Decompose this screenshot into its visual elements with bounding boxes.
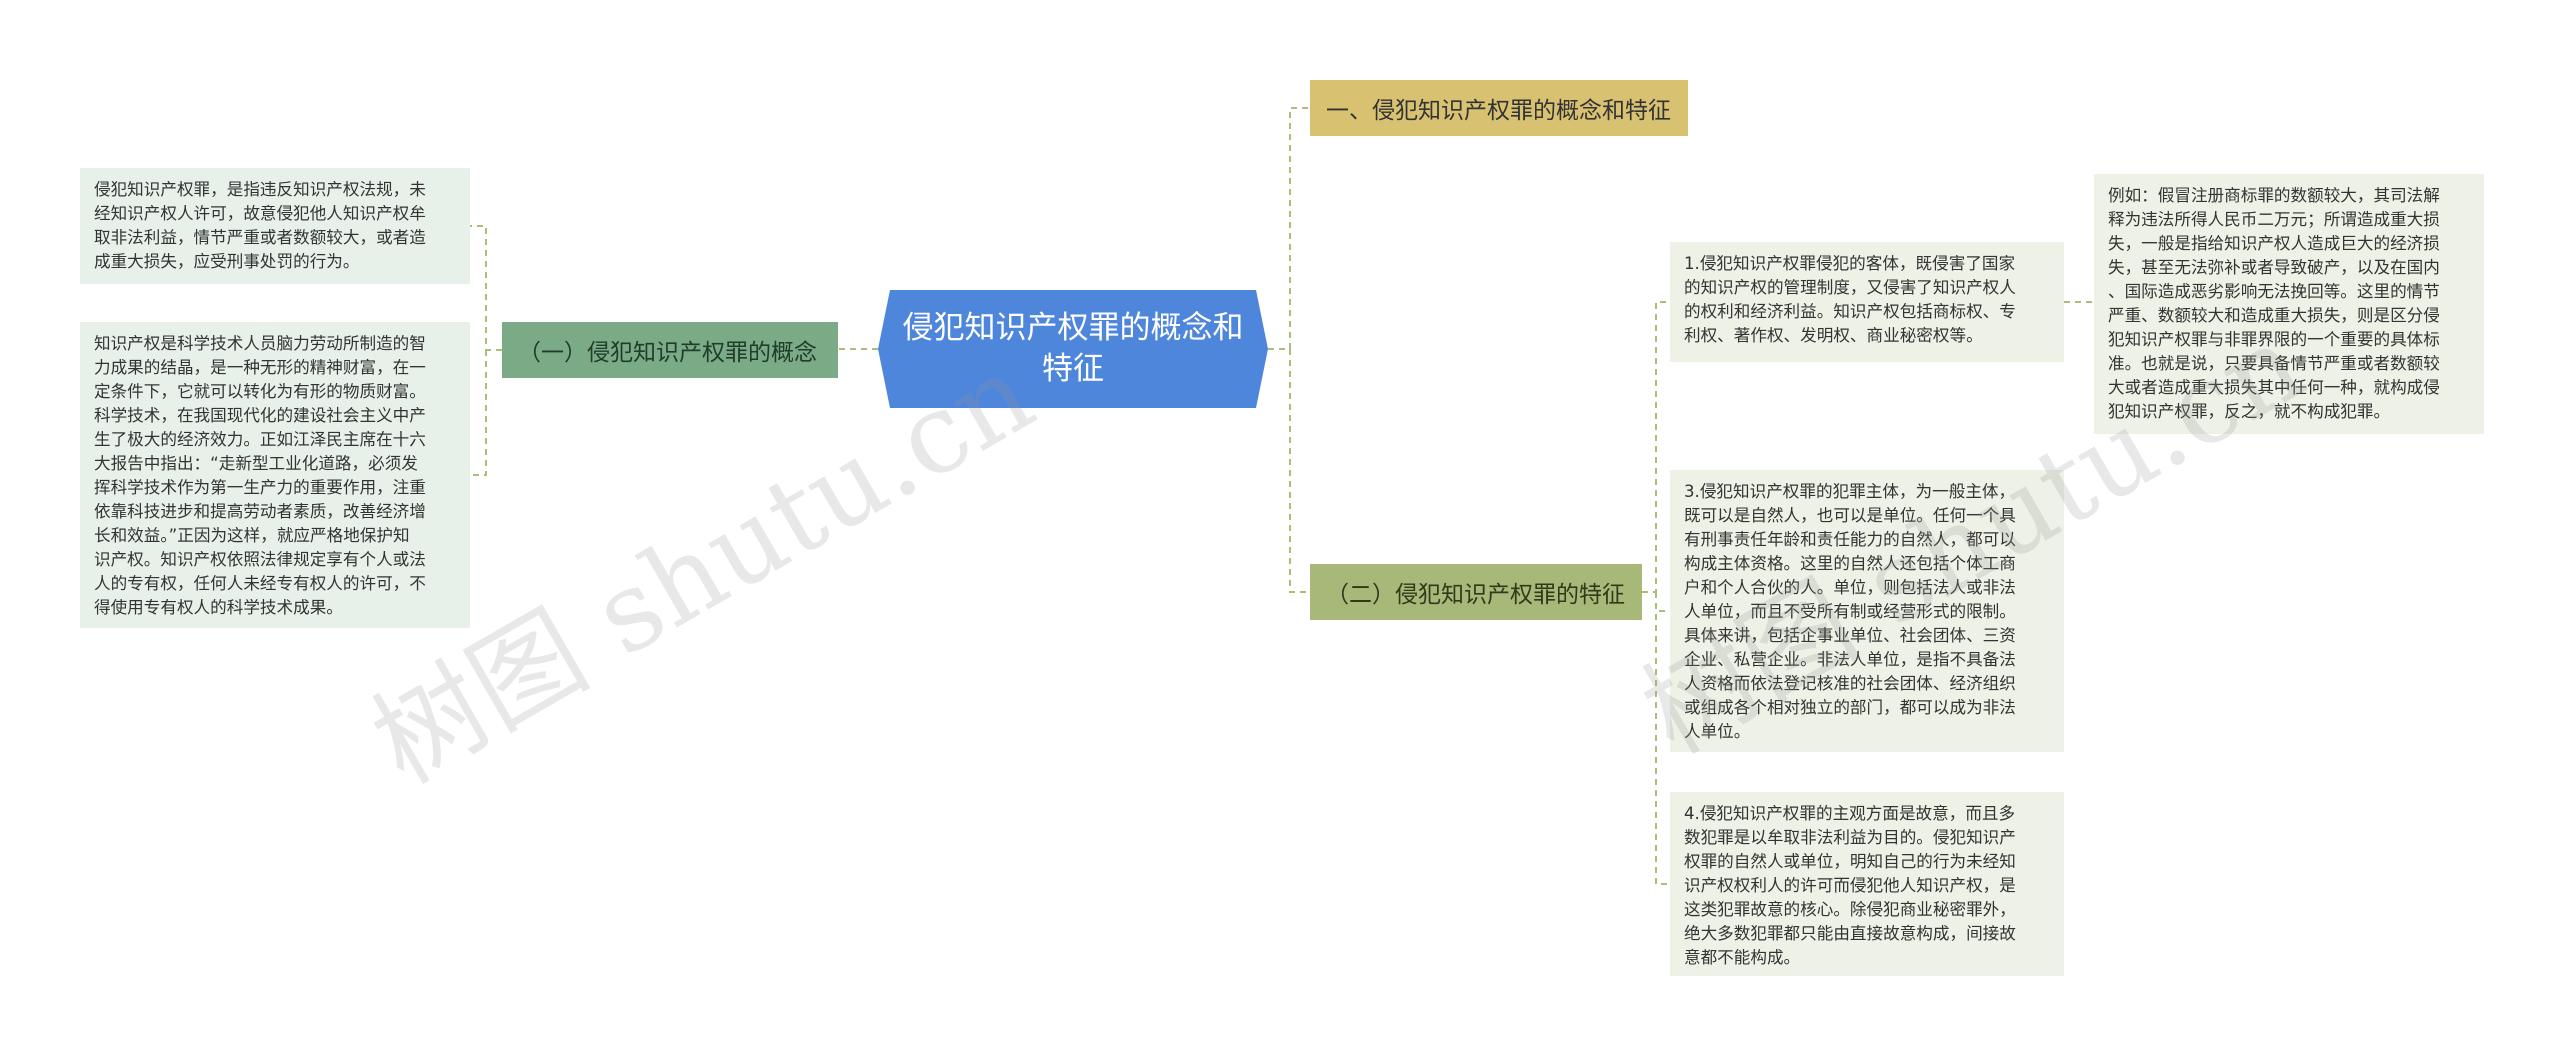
branch-features[interactable]: （二）侵犯知识产权罪的特征	[1310, 564, 1642, 620]
connector-b2-leaves	[470, 225, 502, 476]
leaf-feature-object-example[interactable]: 例如：假冒注册商标罪的数额较大，其司法解 释为违法所得人民币二万元；所谓造成重大…	[2094, 174, 2484, 434]
leaf-feature-object[interactable]: 1.侵犯知识产权罪侵犯的客体，既侵害了国家 的知识产权的管理制度，又侵害了知识产…	[1670, 242, 2064, 362]
connector-root-b3	[1268, 348, 1310, 593]
root-topic[interactable]: 侵犯知识产权罪的概念和 特征	[878, 290, 1268, 408]
root-topic-label: 侵犯知识产权罪的概念和 特征	[902, 310, 1244, 387]
branch-features-label: （二）侵犯知识产权罪的特征	[1326, 582, 1625, 608]
branch-concept-label: （一）侵犯知识产权罪的概念	[518, 340, 817, 366]
leaf-feature-subject[interactable]: 3.侵犯知识产权罪的犯罪主体，为一般主体， 既可以是自然人，也可以是单位。任何一…	[1670, 470, 2064, 752]
leaf-concept-definition[interactable]: 侵犯知识产权罪，是指违反知识产权法规，未 经知识产权人许可，故意侵犯他人知识产权…	[80, 168, 470, 284]
connector-root-b1	[1268, 107, 1310, 350]
branch-concept[interactable]: （一）侵犯知识产权罪的概念	[502, 322, 838, 378]
branch-concept-and-features-label: 一、侵犯知识产权罪的概念和特征	[1326, 98, 1671, 124]
branch-concept-and-features[interactable]: 一、侵犯知识产权罪的概念和特征	[1310, 80, 1688, 136]
leaf-intellectual-property[interactable]: 知识产权是科学技术人员脑力劳动所制造的智 力成果的结晶，是一种无形的精神财富，在…	[80, 322, 470, 628]
connector-b3-leaves	[1642, 301, 1670, 885]
leaf-feature-intent[interactable]: 4.侵犯知识产权罪的主观方面是故意，而且多 数犯罪是以牟取非法利益为目的。侵犯知…	[1670, 792, 2064, 976]
